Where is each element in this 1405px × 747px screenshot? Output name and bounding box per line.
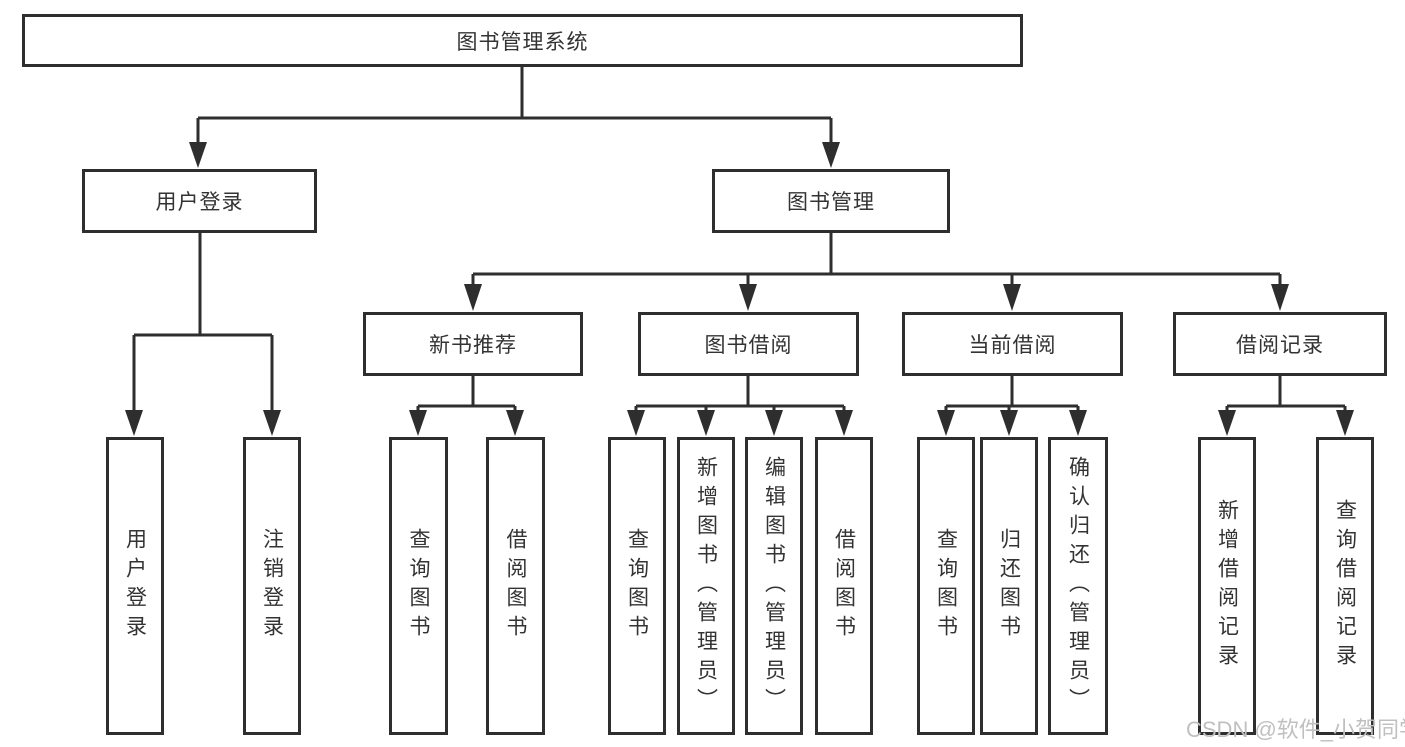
- leaf-user-login: 用户登录: [106, 437, 164, 735]
- node-new-book-recommend: 新书推荐: [363, 312, 583, 376]
- arrow-down-icon: [409, 410, 427, 436]
- node-label: 归还图书: [997, 528, 1021, 644]
- leaf-confirm-return-admin: 确认归还（管理员）: [1048, 437, 1108, 735]
- arrow-down-icon: [937, 410, 955, 436]
- node-label: 新增图书（管理员）: [694, 455, 718, 717]
- arrow-down-icon: [1336, 410, 1354, 436]
- leaf-query-books-borrow: 查询图书: [608, 437, 666, 735]
- leaf-add-borrow-record: 新增借阅记录: [1198, 437, 1256, 735]
- node-label: 借阅记录: [1236, 334, 1324, 357]
- leaf-borrow-books: 借阅图书: [815, 437, 873, 735]
- leaf-return-books: 归还图书: [980, 437, 1038, 735]
- node-label: 用户登录: [155, 191, 244, 214]
- node-label: 图书借阅: [704, 334, 793, 357]
- node-label: 注销登录: [260, 528, 284, 644]
- leaf-query-borrow-record: 查询借阅记录: [1316, 437, 1374, 735]
- arrow-down-icon: [506, 410, 524, 436]
- node-borrowing-records: 借阅记录: [1173, 312, 1387, 376]
- node-label: 用户登录: [123, 528, 147, 644]
- arrow-down-icon: [765, 410, 783, 436]
- node-label: 新书推荐: [429, 334, 517, 357]
- node-label: 查询图书: [625, 528, 649, 644]
- node-current-borrowing: 当前借阅: [902, 312, 1123, 376]
- node-label: 图书管理系统: [456, 30, 589, 54]
- node-label: 查询图书: [934, 528, 958, 644]
- node-book-borrowing: 图书借阅: [638, 312, 859, 376]
- node-library-management-system: 图书管理系统: [22, 14, 1023, 67]
- arrow-down-icon: [1069, 410, 1087, 436]
- node-label: 当前借阅: [968, 334, 1057, 357]
- node-label: 确认归还（管理员）: [1066, 455, 1090, 717]
- node-label: 编辑图书（管理员）: [762, 455, 786, 717]
- leaf-query-books-recommend: 查询图书: [389, 437, 448, 735]
- arrow-down-icon: [1000, 410, 1018, 436]
- node-label: 借阅图书: [504, 528, 527, 644]
- arrow-down-icon: [1271, 284, 1289, 311]
- arrowheads: [125, 142, 1354, 436]
- node-label: 新增借阅记录: [1215, 499, 1239, 673]
- arrow-down-icon: [739, 284, 757, 311]
- arrow-down-icon: [697, 410, 715, 436]
- leaf-borrow-books-recommend: 借阅图书: [486, 437, 545, 735]
- node-book-management: 图书管理: [712, 169, 950, 233]
- leaf-query-books-current: 查询图书: [917, 437, 975, 735]
- leaf-add-books-admin: 新增图书（管理员）: [677, 437, 735, 735]
- arrow-down-icon: [627, 410, 645, 436]
- arrow-down-icon: [125, 410, 143, 436]
- arrow-down-icon: [1218, 410, 1236, 436]
- leaf-logout: 注销登录: [243, 437, 301, 735]
- node-user-login: 用户登录: [82, 169, 317, 233]
- node-label: 图书管理: [787, 191, 875, 214]
- arrow-down-icon: [263, 410, 281, 436]
- arrow-down-icon: [189, 142, 207, 168]
- arrow-down-icon: [835, 410, 853, 436]
- node-label: 借阅图书: [832, 528, 856, 644]
- node-label: 查询借阅记录: [1333, 499, 1357, 673]
- arrow-down-icon: [1003, 284, 1021, 311]
- arrow-down-icon: [822, 142, 840, 168]
- arrow-down-icon: [464, 284, 482, 311]
- connector-path: [132, 66, 1347, 412]
- leaf-edit-books-admin: 编辑图书（管理员）: [745, 437, 803, 735]
- csdn-watermark: CSDN @软件_小贺同学: [1186, 717, 1405, 742]
- node-label: 查询图书: [407, 528, 430, 644]
